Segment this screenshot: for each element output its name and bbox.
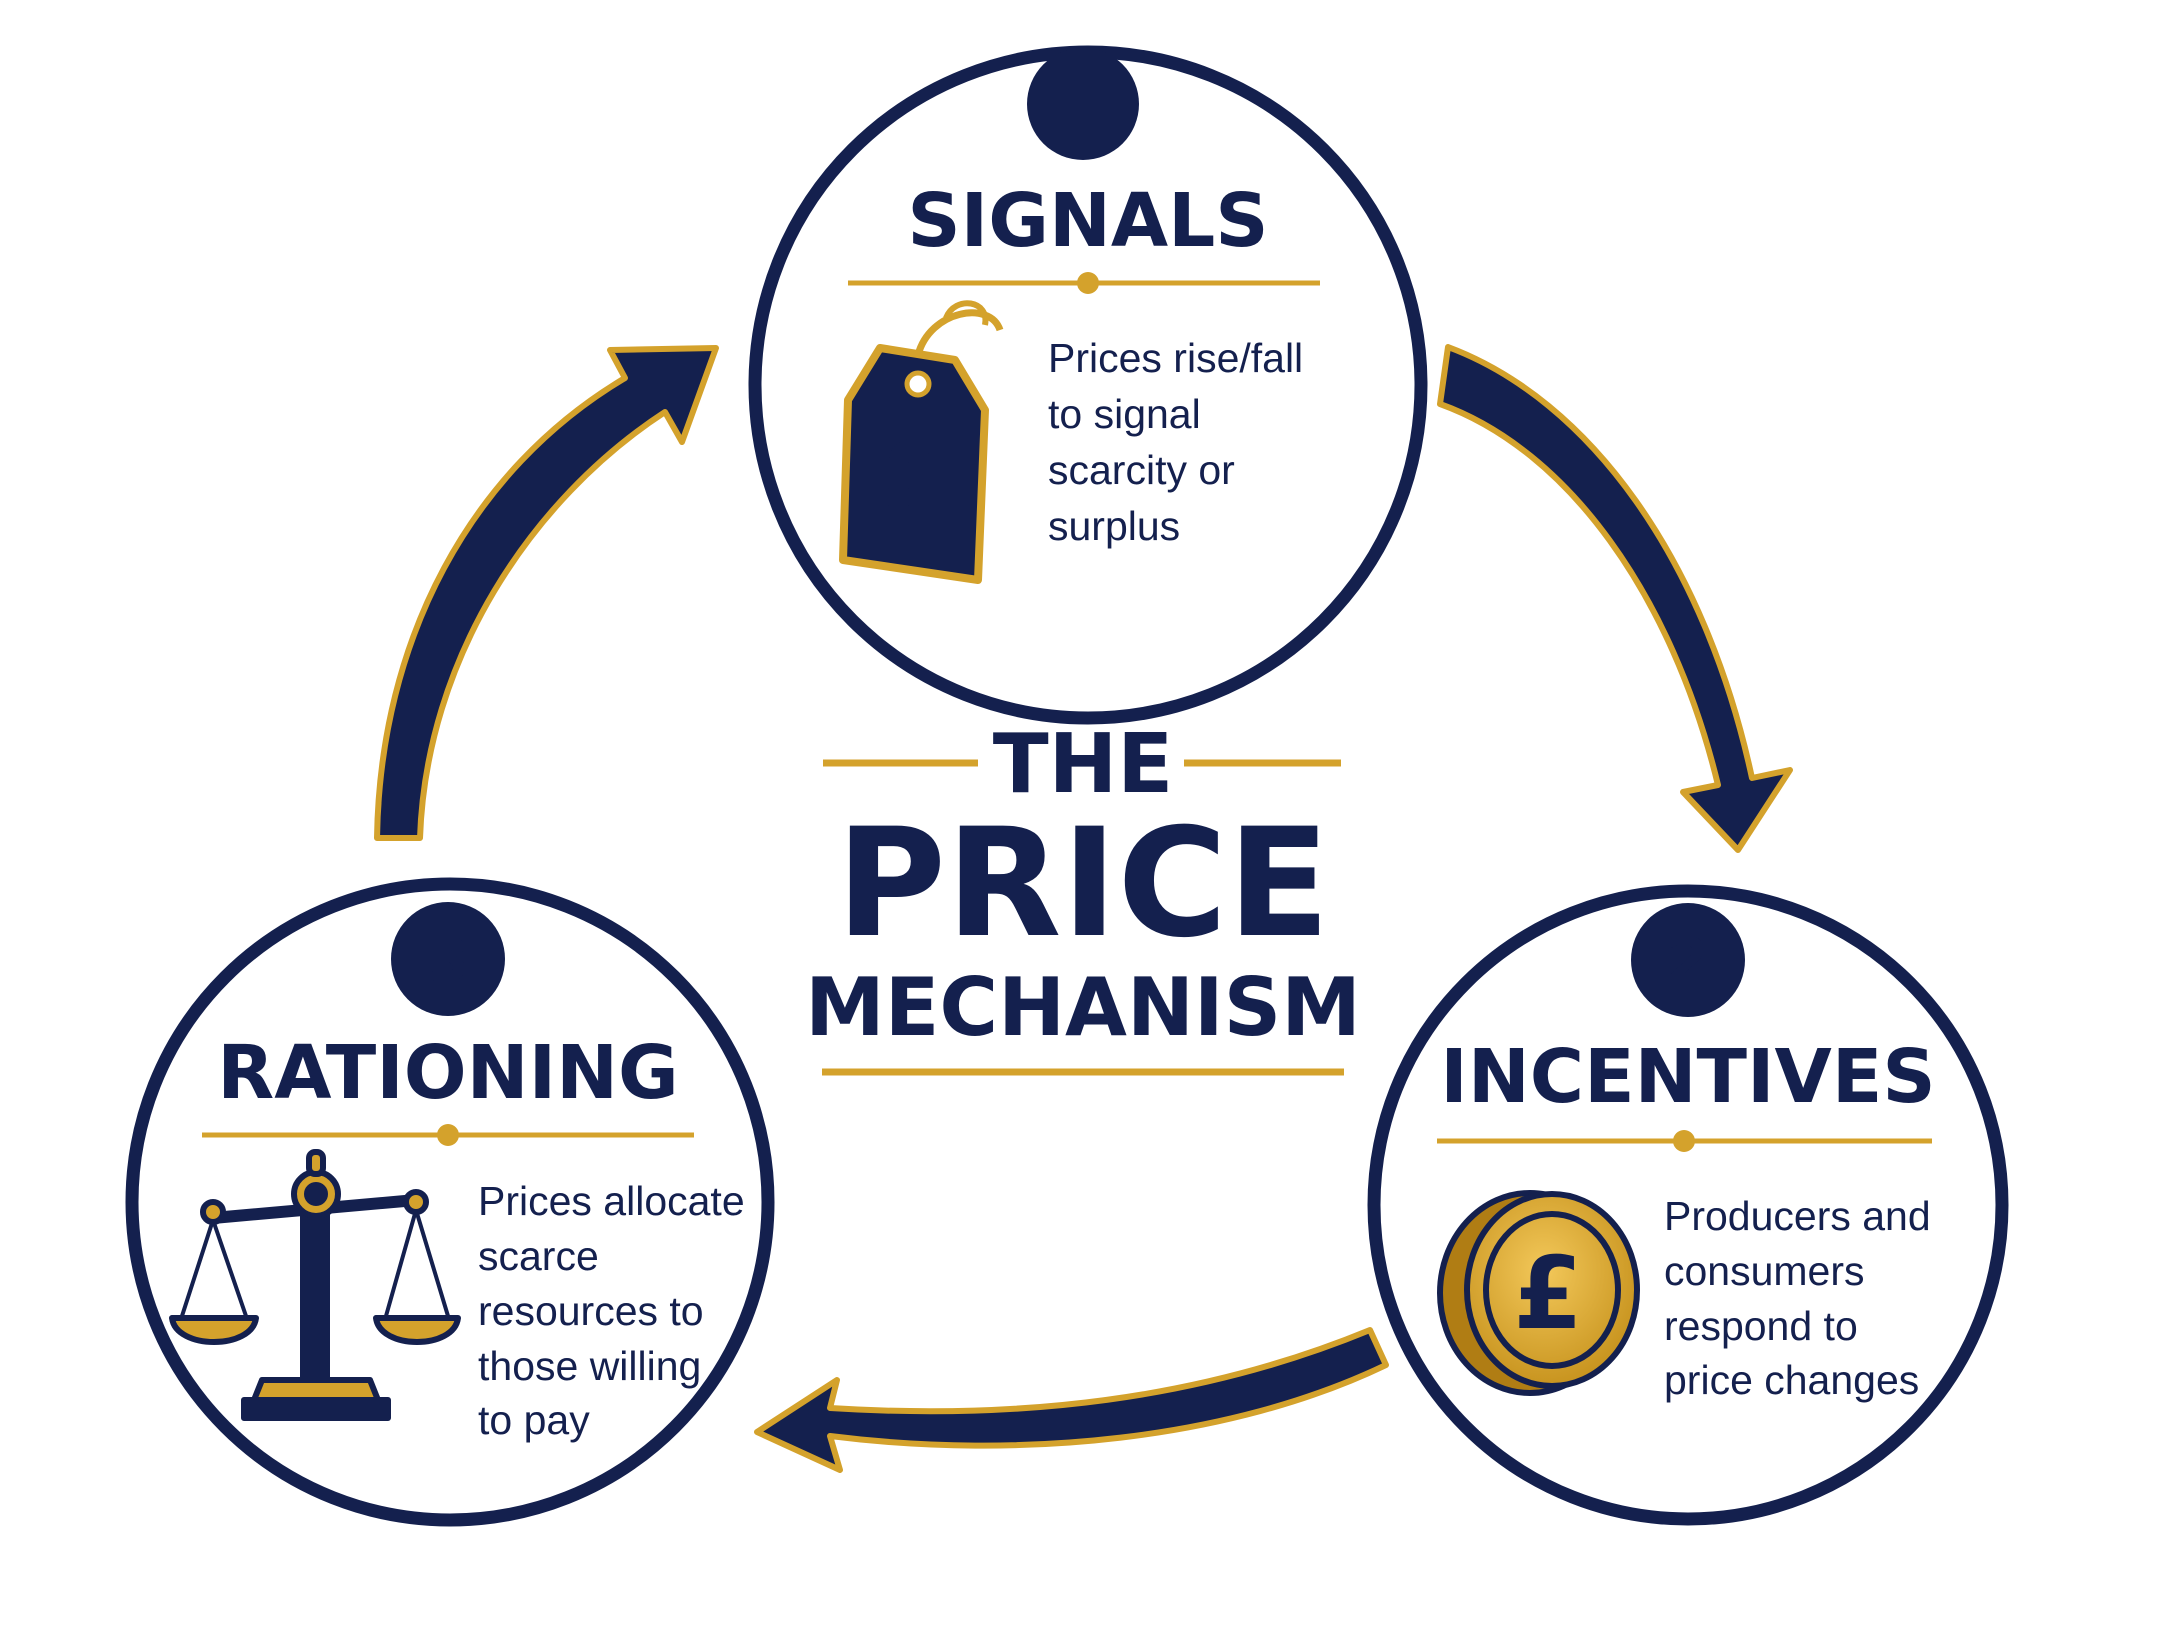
stage-description-line: respond to: [1664, 1303, 1858, 1349]
stage-description-line: Prices rise/fall: [1048, 335, 1303, 381]
stage-number: 1: [1061, 67, 1104, 140]
stage-description-line: to signal: [1048, 391, 1201, 437]
heading-divider: [1437, 1130, 1932, 1152]
coin-symbol: £: [1513, 1235, 1583, 1352]
stage-circle: [125, 877, 775, 1527]
title-line-the: THE: [993, 717, 1174, 812]
stage-number: 2: [1666, 924, 1709, 997]
cycle-arrow-rationing-to-signals: [374, 345, 719, 841]
stage-description-line: Producers and: [1664, 1193, 1931, 1239]
stage-description-line: to pay: [478, 1397, 590, 1443]
stage-description-line: those willing: [478, 1343, 701, 1389]
stage-description-line: price changes: [1664, 1357, 1919, 1403]
balance-scale-icon: [169, 1149, 461, 1421]
title-line-mechanism: MECHANISM: [805, 961, 1361, 1054]
price-tag-icon: £: [839, 300, 1004, 584]
stage-description-line: consumers: [1664, 1248, 1865, 1294]
stage-heading: SIGNALS: [907, 178, 1268, 264]
title-line-price: PRICE: [836, 797, 1330, 971]
stage-heading: INCENTIVES: [1440, 1034, 1935, 1120]
stage-description-line: Prices allocate: [478, 1178, 745, 1224]
cycle-arrow-signals-to-incentives: [1437, 344, 1793, 853]
stage-signals: 1 SIGNALS £ Prices rise/fall to signal s…: [748, 45, 1428, 725]
price-tag-symbol: £: [870, 418, 947, 546]
stage-description-line: scarce: [478, 1233, 599, 1279]
stage-description-line: resources to: [478, 1288, 704, 1334]
heading-divider: [202, 1124, 694, 1146]
stage-number-badge: [391, 902, 505, 1016]
stage-heading: RATIONING: [217, 1030, 679, 1116]
pound-coin-icon: £: [1437, 1190, 1640, 1396]
stage-description-line: surplus: [1048, 503, 1180, 549]
stage-rationing: 3 RATIONING Prices allocate scarce resou…: [125, 877, 775, 1527]
cycle-arrow-incentives-to-rationing: [754, 1327, 1389, 1473]
stage-description-line: scarcity or: [1048, 447, 1235, 493]
heading-divider: [848, 272, 1320, 294]
diagram-title: THE PRICE MECHANISM: [805, 717, 1361, 1076]
stage-number: 3: [426, 923, 469, 996]
stage-incentives: 2 INCENTIVES £ Producers and consumers r…: [1367, 884, 2009, 1526]
stage-number-badge: [1027, 48, 1139, 160]
stage-number-badge: [1631, 903, 1745, 1017]
